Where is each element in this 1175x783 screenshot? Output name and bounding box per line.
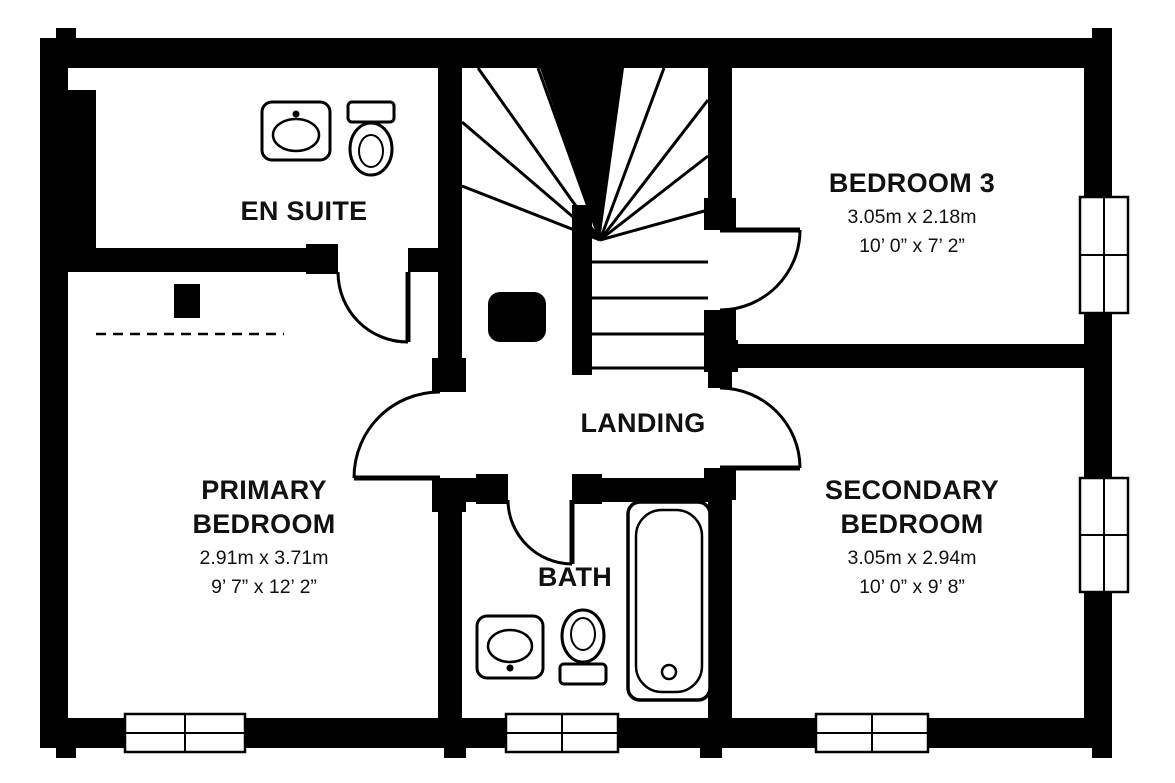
wall <box>40 38 68 748</box>
wall <box>40 38 1112 68</box>
interior-walls <box>68 68 1084 718</box>
wall <box>438 272 462 364</box>
room-label-secondary-bedroom: SECONDARY BEDROOM 3.05m x 2.94m 10’ 0” x… <box>825 474 999 602</box>
stair-wedge <box>540 68 624 240</box>
bedroom-3-dim-imperial: 10’ 0” x 7’ 2” <box>859 234 965 257</box>
secondary-bedroom-name-line1: SECONDARY <box>824 475 1000 505</box>
staircase <box>461 67 710 370</box>
en-suite-door <box>336 271 411 344</box>
wall-cap <box>572 474 602 504</box>
wall <box>1084 38 1112 748</box>
window-right-upper <box>1078 195 1130 315</box>
wall-cap <box>432 358 466 392</box>
bathtub-icon <box>626 500 712 702</box>
bedroom-3-name: BEDROOM 3 <box>828 167 996 198</box>
primary-bedroom-name-line1: PRIMARY <box>201 475 327 505</box>
stair-duct <box>488 292 546 342</box>
bath-door <box>506 499 575 566</box>
en-suite-toilet-icon <box>346 100 396 177</box>
window-bottom-left <box>123 712 247 754</box>
wall <box>68 90 96 268</box>
secondary-bedroom-door <box>719 386 802 471</box>
secondary-bedroom-name-line2: BEDROOM <box>840 508 984 539</box>
wall-pier <box>174 284 200 318</box>
en-suite-sink-icon <box>260 100 332 162</box>
primary-bedroom-dim-imperial: 9’ 7” x 12’ 2” <box>211 575 317 598</box>
wall-bump <box>1092 746 1112 758</box>
bath-toilet-icon <box>558 608 608 686</box>
wall-cap <box>476 474 508 504</box>
wall-bump <box>700 746 722 758</box>
wall-cap <box>704 310 736 340</box>
room-label-bath: BATH <box>538 561 612 595</box>
wall-cap <box>704 340 738 372</box>
secondary-bedroom-dim-imperial: 10’ 0” x 9’ 8” <box>859 575 965 598</box>
wall <box>68 248 338 272</box>
room-label-landing: LANDING <box>580 407 705 441</box>
bedroom-3-dim-metric: 3.05m x 2.18m <box>847 205 977 228</box>
room-label-bedroom-3: BEDROOM 3 3.05m x 2.18m 10’ 0” x 7’ 2” <box>829 167 995 261</box>
wall <box>708 468 732 718</box>
en-suite-name: EN SUITE <box>240 196 368 227</box>
window-right-lower <box>1078 476 1130 594</box>
landing-name: LANDING <box>580 408 706 439</box>
wall <box>438 478 462 718</box>
wall <box>572 205 592 375</box>
bath-name: BATH <box>537 562 613 593</box>
wall <box>708 368 732 388</box>
room-label-en-suite: EN SUITE <box>241 195 368 229</box>
primary-bedroom-name-line2: BEDROOM <box>192 508 336 539</box>
wall-bump <box>444 746 466 758</box>
wall <box>708 344 1084 368</box>
wall-bump <box>56 746 76 758</box>
bedroom-3-door <box>719 227 802 312</box>
bath-sink-icon <box>475 614 545 680</box>
wall-bump <box>56 28 76 40</box>
wall-cap <box>306 244 338 274</box>
window-bottom-right <box>814 712 930 754</box>
primary-bedroom-dim-metric: 2.91m x 3.71m <box>199 546 329 569</box>
secondary-bedroom-dim-metric: 3.05m x 2.94m <box>847 546 977 569</box>
wall <box>438 68 462 272</box>
window-bottom-middle <box>504 712 620 754</box>
room-label-primary-bedroom: PRIMARY BEDROOM 2.91m x 3.71m 9’ 7” x 12… <box>192 474 335 602</box>
primary-bedroom-door <box>352 390 441 481</box>
wall-cap <box>704 198 736 230</box>
wall-bump <box>1092 28 1112 40</box>
